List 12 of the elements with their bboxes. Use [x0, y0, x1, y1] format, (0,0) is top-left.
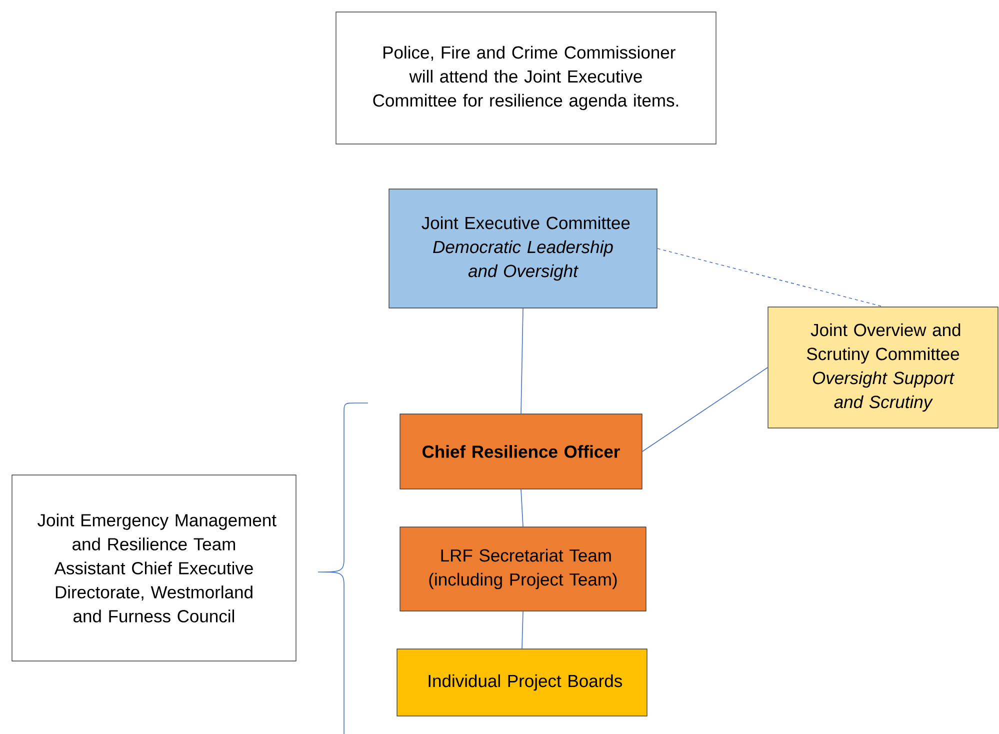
committee-box: Joint Executive Committee Democratic Leadership and Oversight [388, 188, 658, 308]
connector-line [522, 610, 524, 650]
team-box: LRF Secretariat Team (including Project Team) [400, 526, 646, 612]
connector-line [656, 248, 884, 308]
note-box: Police, Fire and Crime Commissioner will attend the Joint Executive Committee for resilience agenda items. [336, 12, 716, 144]
project-box: Individual Project Boards [396, 648, 648, 716]
connector-line [520, 308, 524, 414]
committee-box: Joint Overview and Scrutiny Committee Oversight Support and Scrutiny [768, 306, 998, 428]
connector-line [520, 488, 524, 528]
connector-line [642, 367, 768, 452]
team-box: Joint Emergency Management and Resilience Team Assistant Chief Executive Directorate, Westmorland and Furness Council [12, 474, 296, 662]
officer-box: Chief Resilience Officer [400, 414, 642, 490]
